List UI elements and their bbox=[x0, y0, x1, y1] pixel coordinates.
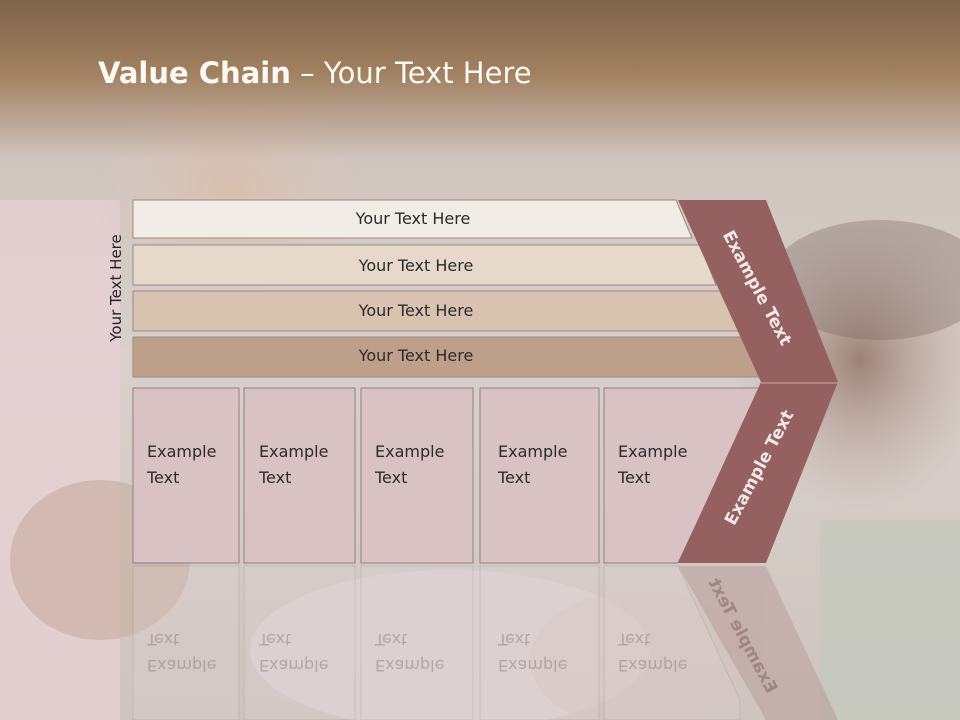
box-3-reflection-line2: Text bbox=[375, 630, 408, 649]
box-4-reflection-line2: Text bbox=[498, 630, 531, 649]
box-1-reflection-line1: Example bbox=[147, 656, 217, 675]
bar-4-label: Your Text Here bbox=[358, 346, 474, 365]
chevron-arrow bbox=[678, 200, 838, 563]
slide-title: Value Chain – Your Text Here bbox=[98, 56, 532, 90]
slide-title-rest: – Your Text Here bbox=[290, 56, 532, 90]
box-2-reflection-line2: Text bbox=[259, 630, 292, 649]
slide-title-bold: Value Chain bbox=[98, 56, 291, 90]
box-3-line1: Example bbox=[375, 442, 445, 461]
box-2-reflection: Example Text bbox=[259, 626, 359, 678]
box-5-reflection: Example Text bbox=[618, 626, 718, 678]
title-band bbox=[0, 0, 960, 160]
box-3-shape bbox=[360, 387, 474, 564]
box-3-reflection: Example Text bbox=[375, 626, 475, 678]
box-2-shape bbox=[243, 387, 356, 564]
box-5-line1: Example bbox=[618, 442, 688, 461]
bar-1-shape bbox=[132, 199, 693, 239]
boxes-reflection bbox=[132, 565, 838, 720]
bar-4: Your Text Here bbox=[133, 337, 699, 375]
box-3-reflection-line1: Example bbox=[375, 656, 445, 675]
box-2-reflection-line1: Example bbox=[259, 656, 329, 675]
bar-1-label: Your Text Here bbox=[355, 209, 471, 228]
box-5-line2: Text bbox=[618, 468, 651, 487]
box-5-reflection-line1: Example bbox=[618, 656, 688, 675]
box-4-line1: Example bbox=[498, 442, 568, 461]
box-2-line2: Text bbox=[259, 468, 292, 487]
bar-1: Your Text Here bbox=[133, 200, 693, 238]
box-1-shape bbox=[132, 387, 240, 564]
bar-2: Your Text Here bbox=[133, 247, 699, 285]
bar-2-label: Your Text Here bbox=[358, 256, 474, 275]
box-4-reflection-line1: Example bbox=[498, 656, 568, 675]
bar-3: Your Text Here bbox=[133, 292, 699, 330]
box-4-shape bbox=[479, 387, 600, 564]
box-5-reflection-line2: Text bbox=[618, 630, 651, 649]
bar-3-label: Your Text Here bbox=[358, 301, 474, 320]
box-2-line1: Example bbox=[259, 442, 329, 461]
box-1-reflection: Example Text bbox=[147, 626, 247, 678]
box-1-line1: Example bbox=[147, 442, 217, 461]
box-4-reflection: Example Text bbox=[498, 626, 598, 678]
box-1-line2: Text bbox=[147, 468, 180, 487]
bar-2-shape bbox=[132, 244, 717, 286]
box-1-reflection-line2: Text bbox=[147, 630, 180, 649]
box-4-line2: Text bbox=[498, 468, 531, 487]
box-3-line2: Text bbox=[375, 468, 408, 487]
